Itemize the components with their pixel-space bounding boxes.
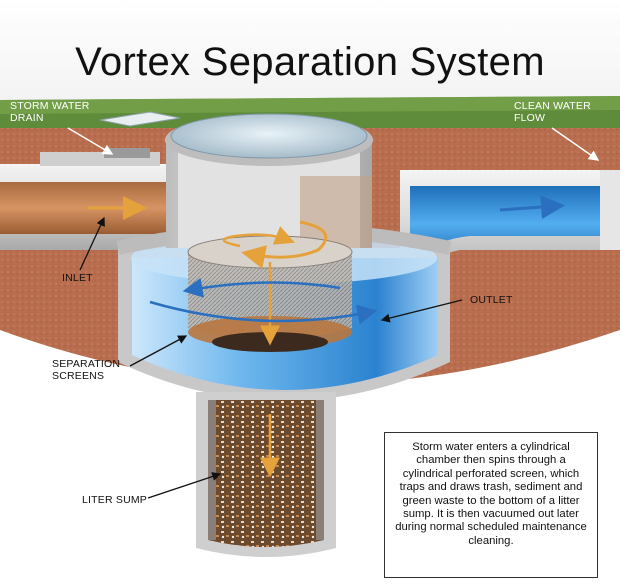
swirl-arrow-inner: [222, 226, 295, 248]
label-clean-water-flow: CLEAN WATER FLOW: [514, 100, 591, 124]
page-title: Vortex Separation System: [75, 40, 545, 84]
storm-drain-leader: [67, 127, 114, 155]
blue-swirl-right: [149, 300, 378, 325]
description-text: Storm water enters a cylindrical chamber…: [395, 441, 587, 547]
description-callout: Storm water enters a cylindrical chamber…: [384, 432, 598, 578]
label-liter-sump: LITER SUMP: [82, 494, 148, 506]
label-separation-screens: SEPARATION SCREENS: [52, 358, 121, 382]
label-outlet: OUTLET: [470, 294, 513, 306]
manhole-lid: [165, 113, 373, 166]
swirl-arrow-top: [241, 220, 328, 269]
inlet-leader: [79, 216, 105, 271]
label-storm-water-drain: STORM WATER DRAIN: [10, 100, 90, 124]
screens-leader: [129, 335, 188, 367]
surface-drain: [99, 111, 181, 127]
sky: [0, 0, 620, 100]
blue-swirl-left: [182, 277, 341, 298]
outlet-flow-arrow: [499, 195, 565, 220]
label-inlet: INLET: [62, 272, 93, 284]
clean-water-leader: [551, 127, 600, 161]
outlet-leader: [380, 299, 463, 323]
sump-leader: [147, 472, 222, 499]
